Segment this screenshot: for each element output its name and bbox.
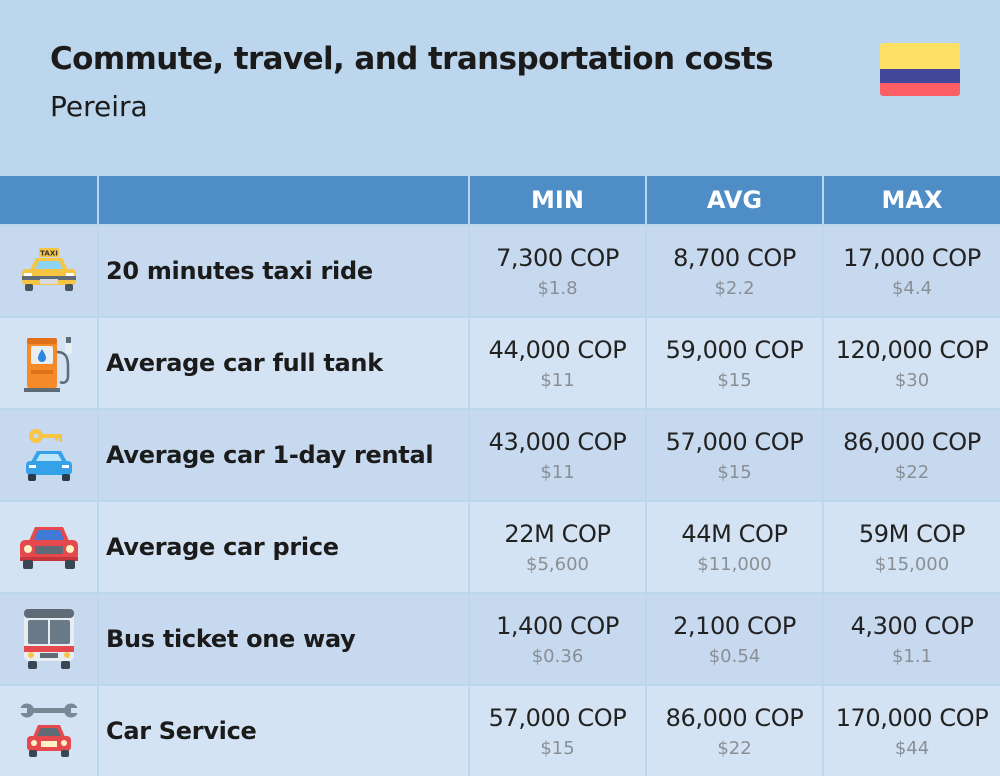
value-usd: $5,600: [526, 553, 589, 575]
row-icon-cell: [0, 318, 97, 408]
value-cop: 86,000 COP: [843, 427, 981, 456]
value-usd: $4.4: [891, 277, 933, 299]
value-cop: 86,000 COP: [665, 703, 804, 732]
value-usd: $1.1: [891, 645, 933, 667]
value-cell-max: 86,000 COP $22: [824, 410, 1000, 500]
value-cop: 17,000 COP: [843, 243, 981, 272]
value-cell-avg: 59,000 COP $15: [647, 318, 822, 408]
value-cop: 1,400 COP: [496, 611, 619, 640]
row-label: Average car 1-day rental: [99, 410, 468, 500]
value-cop: 59,000 COP: [665, 335, 804, 364]
row-label: Average car full tank: [99, 318, 468, 408]
row-icon-cell: [0, 594, 97, 684]
value-usd: $11: [540, 369, 575, 391]
row-icon-cell: [0, 502, 97, 592]
column-header-min: MIN: [470, 176, 645, 224]
value-usd: $11,000: [697, 553, 772, 575]
value-cop: 22M COP: [504, 519, 611, 548]
value-usd: $44: [894, 737, 930, 759]
row-label: Average car price: [99, 502, 468, 592]
taxi-icon: TAXI: [21, 248, 76, 291]
value-usd: $22: [894, 461, 930, 483]
value-usd: $15: [717, 369, 752, 391]
value-cell-avg: 2,100 COP $0.54: [647, 594, 822, 684]
value-cell-min: 43,000 COP $11: [470, 410, 645, 500]
value-usd: $2.2: [714, 277, 755, 299]
value-cell-min: 44,000 COP $11: [470, 318, 645, 408]
value-usd: $0.36: [531, 645, 584, 667]
value-cop: 44,000 COP: [488, 335, 627, 364]
table-header: MIN AVG MAX: [0, 176, 1000, 224]
value-cell-avg: 57,000 COP $15: [647, 410, 822, 500]
value-cell-min: 7,300 COP $1.8: [470, 226, 645, 316]
value-usd: $15,000: [874, 553, 950, 575]
colombia-flag-icon: [880, 43, 960, 96]
page-title: Commute, travel, and transportation cost…: [50, 41, 774, 77]
value-cop: 59M COP: [858, 519, 966, 548]
row-icon-cell: [0, 410, 97, 500]
value-cell-min: 22M COP $5,600: [470, 502, 645, 592]
row-icon-cell: [0, 686, 97, 776]
row-label: Bus ticket one way: [99, 594, 468, 684]
value-cop: 43,000 COP: [488, 427, 627, 456]
bus-icon: [23, 609, 74, 669]
fuel-pump-icon: [23, 337, 72, 392]
value-cell-avg: 8,700 COP $2.2: [647, 226, 822, 316]
column-header-avg: AVG: [647, 176, 822, 224]
row-label: 20 minutes taxi ride: [99, 226, 468, 316]
value-cell-max: 4,300 COP $1.1: [824, 594, 1000, 684]
value-cell-max: 120,000 COP $30: [824, 318, 1000, 408]
row-icon-cell: TAXI: [0, 226, 97, 316]
header-label-cell: [99, 176, 468, 224]
value-cell-min: 1,400 COP $0.36: [470, 594, 645, 684]
city-name: Pereira: [50, 90, 148, 123]
car-rental-key-icon: [25, 429, 72, 481]
header: Commute, travel, and transportation cost…: [0, 0, 1000, 176]
value-cop: 7,300 COP: [496, 243, 619, 272]
value-cell-avg: 44M COP $11,000: [647, 502, 822, 592]
taxi-sign-text: TAXI: [40, 250, 58, 258]
value-cop: 170,000 COP: [835, 703, 989, 732]
value-cell-max: 59M COP $15,000: [824, 502, 1000, 592]
value-usd: $15: [717, 461, 752, 483]
value-usd: $30: [894, 369, 930, 391]
value-usd: $15: [540, 737, 575, 759]
value-usd: $1.8: [537, 277, 578, 299]
value-cell-avg: 86,000 COP $22: [647, 686, 822, 776]
row-label: Car Service: [99, 686, 468, 776]
value-cop: 120,000 COP: [835, 335, 989, 364]
value-usd: $0.54: [708, 645, 761, 667]
column-header-max: MAX: [824, 176, 1000, 224]
car-icon: [19, 527, 78, 569]
value-cop: 4,300 COP: [850, 611, 974, 640]
car-service-wrench-icon: [19, 703, 78, 757]
value-usd: $11: [540, 461, 575, 483]
value-cop: 57,000 COP: [665, 427, 804, 456]
value-cop: 44M COP: [681, 519, 788, 548]
value-cop: 57,000 COP: [488, 703, 627, 732]
value-cop: 2,100 COP: [673, 611, 796, 640]
value-cop: 8,700 COP: [673, 243, 796, 272]
value-usd: $22: [717, 737, 752, 759]
value-cell-max: 17,000 COP $4.4: [824, 226, 1000, 316]
costs-table: MIN AVG MAX TAXI 20 minutes taxi ride 7,…: [0, 176, 1000, 776]
header-icon-cell: [0, 176, 97, 224]
value-cell-min: 57,000 COP $15: [470, 686, 645, 776]
value-cell-max: 170,000 COP $44: [824, 686, 1000, 776]
